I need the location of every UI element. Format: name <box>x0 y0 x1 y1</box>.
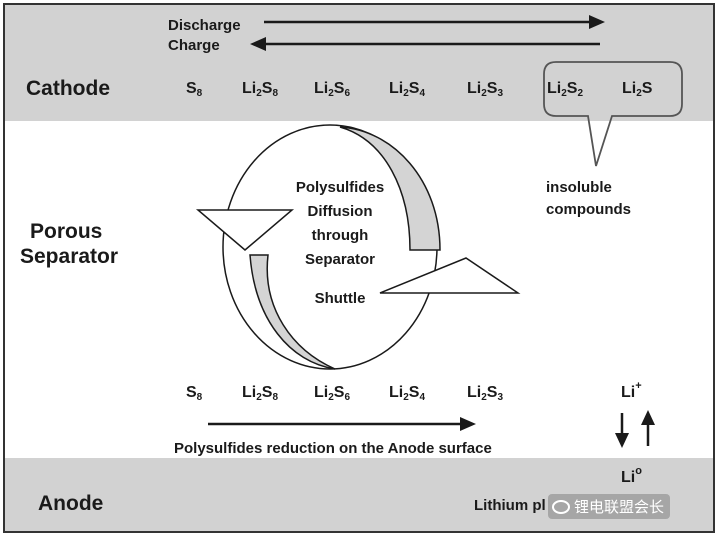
shuttle-arrowhead-down <box>195 209 295 251</box>
lithium-up-arrow <box>641 410 655 446</box>
separator-label-line1: Porous <box>30 220 103 243</box>
watermark-badge: 锂电联盟会长 <box>548 494 671 519</box>
discharge-arrow <box>264 15 605 29</box>
charge-arrow <box>250 37 600 51</box>
lithium-metal-label: Lio <box>621 465 642 486</box>
lithium-ion-label: Li+ <box>621 380 642 401</box>
anode-species-s8: S8 <box>186 384 203 403</box>
lithium-down-arrow <box>615 413 629 448</box>
shuttle-line4: Separator <box>304 251 376 268</box>
cathode-label: Cathode <box>26 77 110 100</box>
callout-line1: insoluble <box>546 179 612 196</box>
anode-species-li2s4: Li2S4 <box>389 384 426 403</box>
shuttle-arrowhead-up <box>379 257 521 294</box>
anode-label: Anode <box>38 492 104 515</box>
shuttle-arrow-up <box>339 126 441 251</box>
cathode-species-li2s6: Li2S6 <box>314 80 351 99</box>
charge-label: Charge <box>168 37 220 54</box>
cathode-species-li2s: Li2S <box>622 80 653 99</box>
reduction-arrow <box>208 417 476 431</box>
insoluble-callout-bubble <box>543 61 683 167</box>
cathode-species-li2s4: Li2S4 <box>389 80 426 99</box>
shuttle-line3: through <box>311 227 369 244</box>
anode-species-li2s6: Li2S6 <box>314 384 351 403</box>
discharge-label: Discharge <box>168 17 241 34</box>
callout-line2: compounds <box>546 201 631 218</box>
cathode-species-s8: S8 <box>186 80 203 99</box>
cathode-species-li2s2: Li2S2 <box>547 80 584 99</box>
watermark-text: 锂电联盟会长 <box>574 499 665 516</box>
cathode-species-li2s8: Li2S8 <box>242 80 279 99</box>
shuttle-text-block: Polysulfides Diffusion through Separator <box>270 176 410 272</box>
shuttle-arrow-down <box>249 254 336 370</box>
separator-label-line2: Separator <box>20 245 119 268</box>
anode-species-li2s3: Li2S3 <box>467 384 504 403</box>
cathode-species-li2s3: Li2S3 <box>467 80 504 99</box>
chat-bubble-icon <box>552 500 570 514</box>
shuttle-label: Shuttle <box>314 290 366 307</box>
shuttle-line2: Diffusion <box>307 203 373 220</box>
lithium-plating-label: Lithium pl <box>474 497 546 514</box>
shuttle-line1: Polysulfides <box>295 179 385 196</box>
anode-species-li2s8: Li2S8 <box>242 384 279 403</box>
reduction-label: Polysulfides reduction on the Anode surf… <box>174 440 492 457</box>
